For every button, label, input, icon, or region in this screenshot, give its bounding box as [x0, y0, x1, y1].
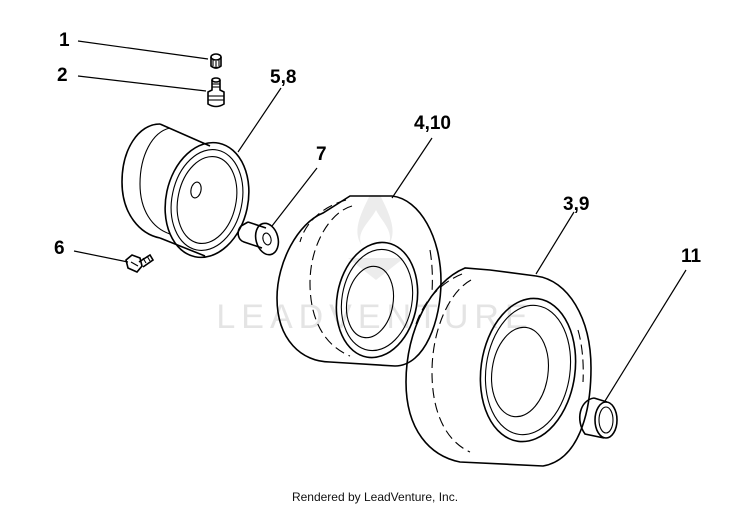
watermark-text: LEADVENTURE	[216, 298, 533, 336]
callout-labels: 1 2 5,8 7 4,10 6 3,9 11	[54, 30, 702, 267]
wheel-rim[interactable]	[121, 123, 259, 265]
leader-11	[604, 269, 687, 402]
bolt[interactable]	[125, 253, 155, 273]
callout-5-8: 5,8	[270, 67, 296, 88]
leader-1	[77, 40, 209, 60]
hub-cap[interactable]	[578, 397, 618, 439]
rear-tire[interactable]	[405, 267, 592, 467]
callout-2: 2	[57, 65, 68, 86]
callout-6: 6	[54, 238, 65, 259]
valve-cap[interactable]	[210, 53, 222, 69]
leader-6	[73, 250, 129, 263]
leader-3-9	[535, 211, 575, 275]
leader-4-10	[391, 137, 433, 199]
leader-5-8	[237, 87, 282, 153]
callout-11: 11	[681, 246, 702, 267]
callout-1: 1	[59, 30, 70, 51]
front-tire[interactable]	[276, 195, 442, 367]
leader-lines	[73, 40, 687, 402]
flange-bushing[interactable]	[237, 221, 282, 258]
callout-3-9: 3,9	[563, 194, 589, 215]
leadventure-watermark: LEADVENTURE	[216, 195, 533, 336]
callout-7: 7	[316, 144, 327, 165]
leader-7	[271, 167, 318, 227]
valve-stem[interactable]	[207, 77, 225, 108]
leader-2	[77, 75, 207, 92]
footer-credit: Rendered by LeadVenture, Inc.	[292, 490, 458, 504]
callout-4-10: 4,10	[414, 113, 451, 134]
